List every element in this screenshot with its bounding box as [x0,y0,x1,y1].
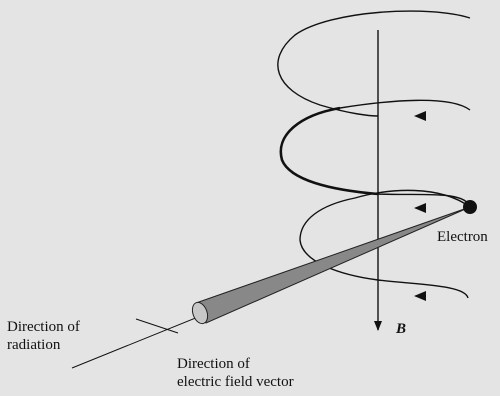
helix-front-segment-1 [281,108,378,194]
helix-path [278,11,470,298]
helix-top-loop [278,11,470,116]
efield-direction-label: Direction of electric field vector [177,355,294,391]
electron-dot [463,200,477,214]
efield-label-line-2: electric field vector [177,373,294,391]
helix-arrow-3 [414,291,426,301]
electron-label: Electron [437,228,488,246]
helix-arrow-1 [414,111,426,121]
radiation-cone [190,207,470,326]
helix-rear-segment-1 [340,100,470,110]
helix-arrows [414,111,426,301]
helix-arrow-2 [414,203,426,213]
b-field-label: B [396,320,406,338]
radiation-label-line-2: radiation [7,336,80,354]
radiation-label-line-1: Direction of [7,318,80,336]
efield-direction-line [136,319,178,333]
radiation-direction-label: Direction of radiation [7,318,80,354]
efield-label-line-1: Direction of [177,355,294,373]
